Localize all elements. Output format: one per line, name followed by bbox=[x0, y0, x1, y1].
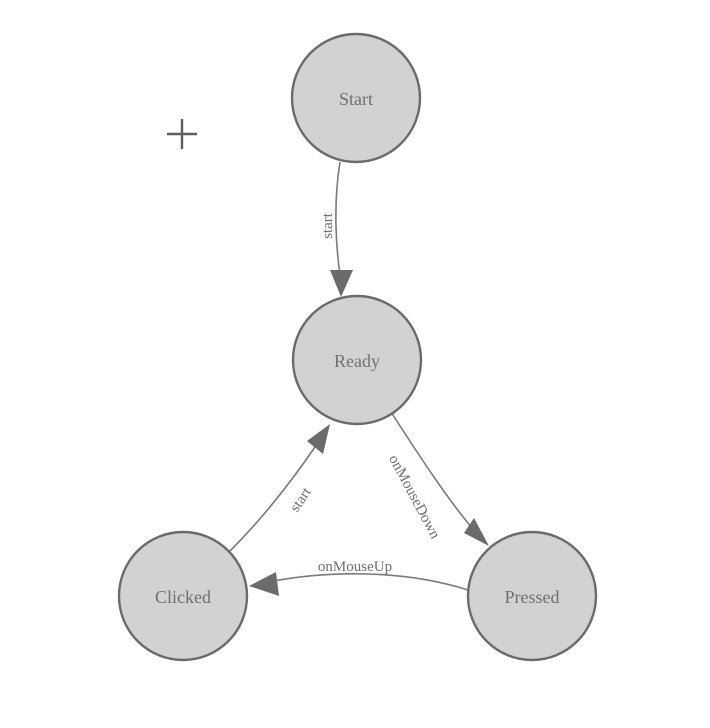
node-pressed-label: Pressed bbox=[505, 587, 560, 607]
edge-pressed-to-clicked[interactable]: onMouseUp bbox=[249, 559, 469, 596]
edge-label-ready-to-pressed: onMouseDown bbox=[385, 452, 443, 542]
arrowhead-ready-to-pressed bbox=[464, 518, 489, 546]
node-ready[interactable]: Ready bbox=[291, 294, 423, 426]
edge-label-start-to-ready: start bbox=[320, 212, 336, 239]
node-ready-label: Ready bbox=[334, 351, 380, 371]
plus-marker-icon[interactable] bbox=[167, 119, 197, 149]
node-pressed-circle bbox=[466, 530, 598, 662]
arrowhead-pressed-to-clicked bbox=[249, 572, 279, 596]
node-clicked-circle bbox=[117, 530, 249, 662]
arrowhead-start-to-ready bbox=[330, 270, 353, 297]
node-pressed[interactable]: Pressed bbox=[466, 530, 598, 662]
edge-path-start-to-ready bbox=[335, 161, 342, 283]
node-start-circle bbox=[290, 32, 422, 164]
edge-start-to-ready[interactable]: start bbox=[320, 161, 353, 297]
edge-path-pressed-to-clicked bbox=[267, 573, 469, 591]
arrowhead-clicked-to-ready bbox=[307, 424, 330, 454]
node-clicked-label: Clicked bbox=[155, 587, 211, 607]
edge-path-ready-to-pressed bbox=[390, 411, 479, 536]
node-start[interactable]: Start bbox=[290, 32, 422, 164]
node-clicked[interactable]: Clicked bbox=[117, 530, 249, 662]
edge-label-pressed-to-clicked: onMouseUp bbox=[318, 559, 392, 575]
edge-clicked-to-ready[interactable]: start bbox=[228, 424, 330, 553]
node-ready-circle bbox=[291, 294, 423, 426]
edge-path-clicked-to-ready bbox=[228, 443, 318, 553]
edge-label-clicked-to-ready: start bbox=[287, 484, 315, 515]
node-start-label: Start bbox=[339, 89, 373, 109]
edge-ready-to-pressed[interactable]: onMouseDown bbox=[385, 411, 489, 546]
